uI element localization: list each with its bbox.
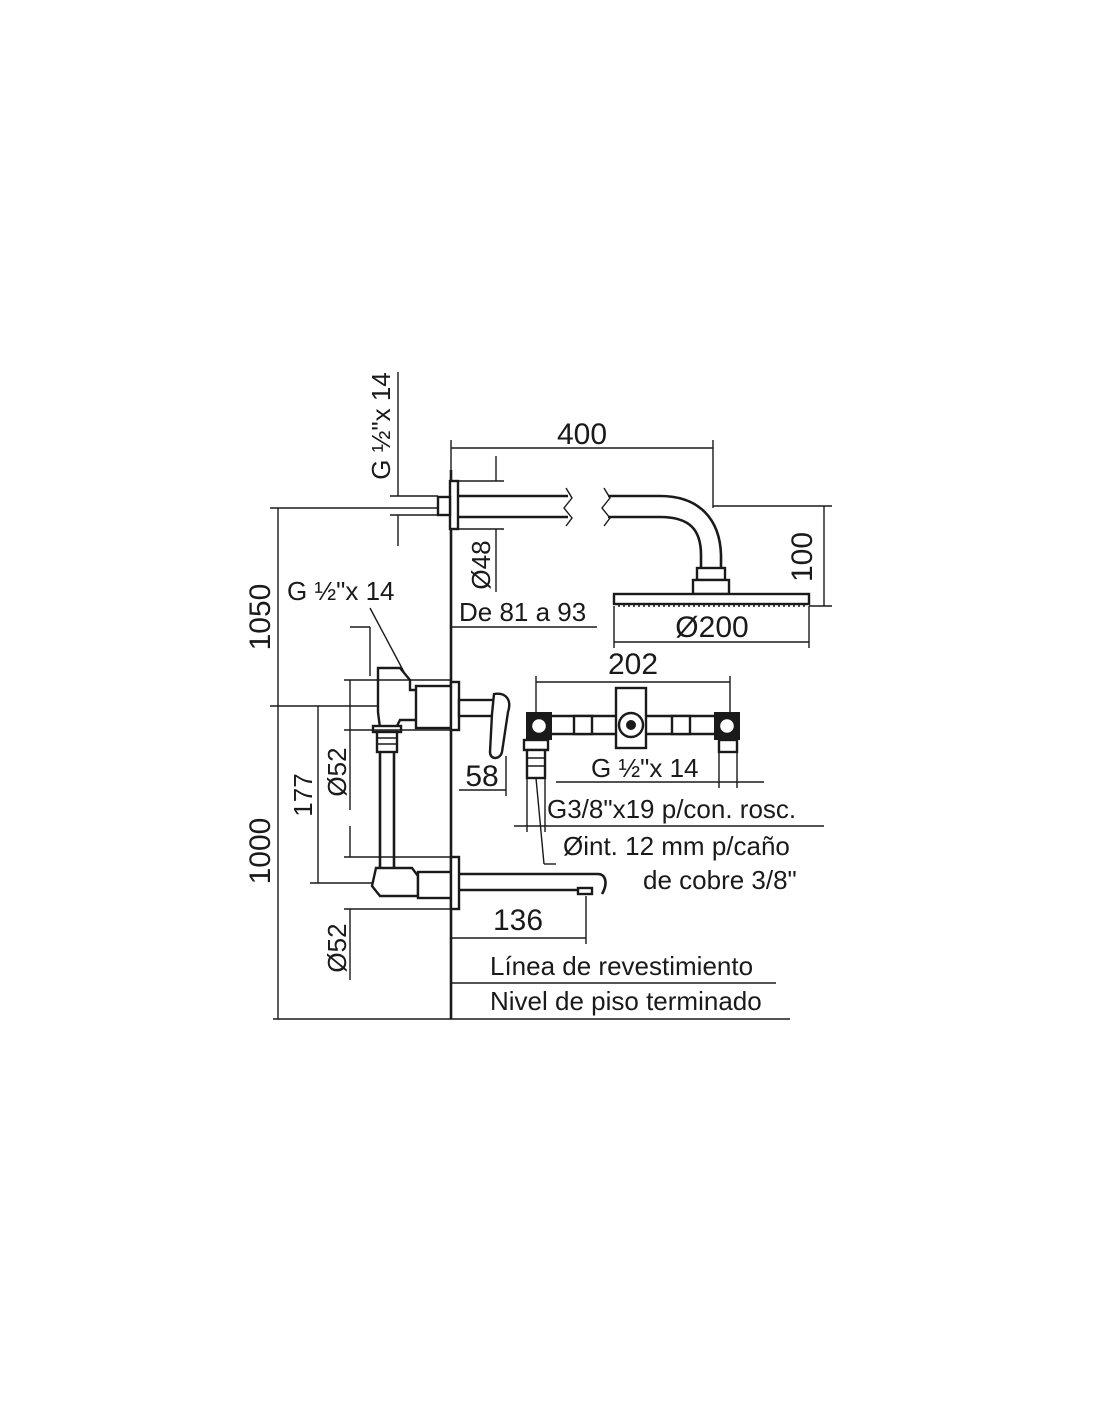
spout xyxy=(459,872,607,896)
note-threaded-connection: G3/8"x19 p/con. rosc. xyxy=(547,794,796,824)
note-line-threaded xyxy=(514,778,824,832)
dim-line-48 xyxy=(458,456,504,592)
dim-arm-drop: 100 xyxy=(786,532,819,582)
note-floor-level: Nivel de piso terminado xyxy=(490,986,762,1016)
dim-line-202 xyxy=(535,676,731,712)
note-copper-line2: de cobre 3/8" xyxy=(643,865,797,895)
dim-arm-length: 400 xyxy=(557,418,607,451)
dim-line-arm-thread xyxy=(390,372,438,546)
dim-lever-projection: 58 xyxy=(465,760,498,793)
height-dimension-1050 xyxy=(270,507,451,1019)
valve-body xyxy=(522,686,740,780)
dim-spout-rosette: Ø52 xyxy=(322,923,352,972)
note-copper-line1: Øint. 12 mm p/caño xyxy=(563,831,790,861)
mixer-handle xyxy=(449,680,511,760)
spout-fitting xyxy=(370,855,461,911)
dim-mixer-height: 1000 xyxy=(244,818,277,885)
dim-arm-thread: G ½"x 14 xyxy=(366,372,396,480)
dim-valve-thread: G ½"x 14 xyxy=(591,753,699,783)
note-finish-line: Línea de revestimiento xyxy=(490,951,753,981)
dim-mixer-spout-spacing: 177 xyxy=(288,773,318,816)
dim-line-200 xyxy=(613,606,810,648)
dim-valve-width: 202 xyxy=(608,648,658,681)
dim-embed-range: De 81 a 93 xyxy=(459,597,586,627)
dim-line-mixer-thread xyxy=(350,607,405,676)
dim-line-58 xyxy=(459,756,507,796)
dim-line-valve-thread xyxy=(556,752,764,788)
dim-line-100 xyxy=(713,505,832,607)
dim-line-spout-rosette xyxy=(344,826,451,980)
shower-head xyxy=(612,592,811,607)
mixer-body xyxy=(371,666,453,868)
dim-spout-projection: 136 xyxy=(493,904,543,937)
dim-shower-height: 1050 xyxy=(244,584,277,651)
dim-head-diameter: Ø200 xyxy=(675,611,748,644)
dim-line-136 xyxy=(451,896,587,944)
dim-mixer-thread: G ½"x 14 xyxy=(287,576,395,606)
note-leader-copper xyxy=(535,777,556,865)
shower-arm xyxy=(436,479,731,596)
dim-mixer-rosette: Ø52 xyxy=(322,747,352,796)
dim-line-mixer-rosette xyxy=(344,679,451,810)
dim-flange-diameter: Ø48 xyxy=(466,540,496,589)
dim-line-400 xyxy=(450,440,714,508)
